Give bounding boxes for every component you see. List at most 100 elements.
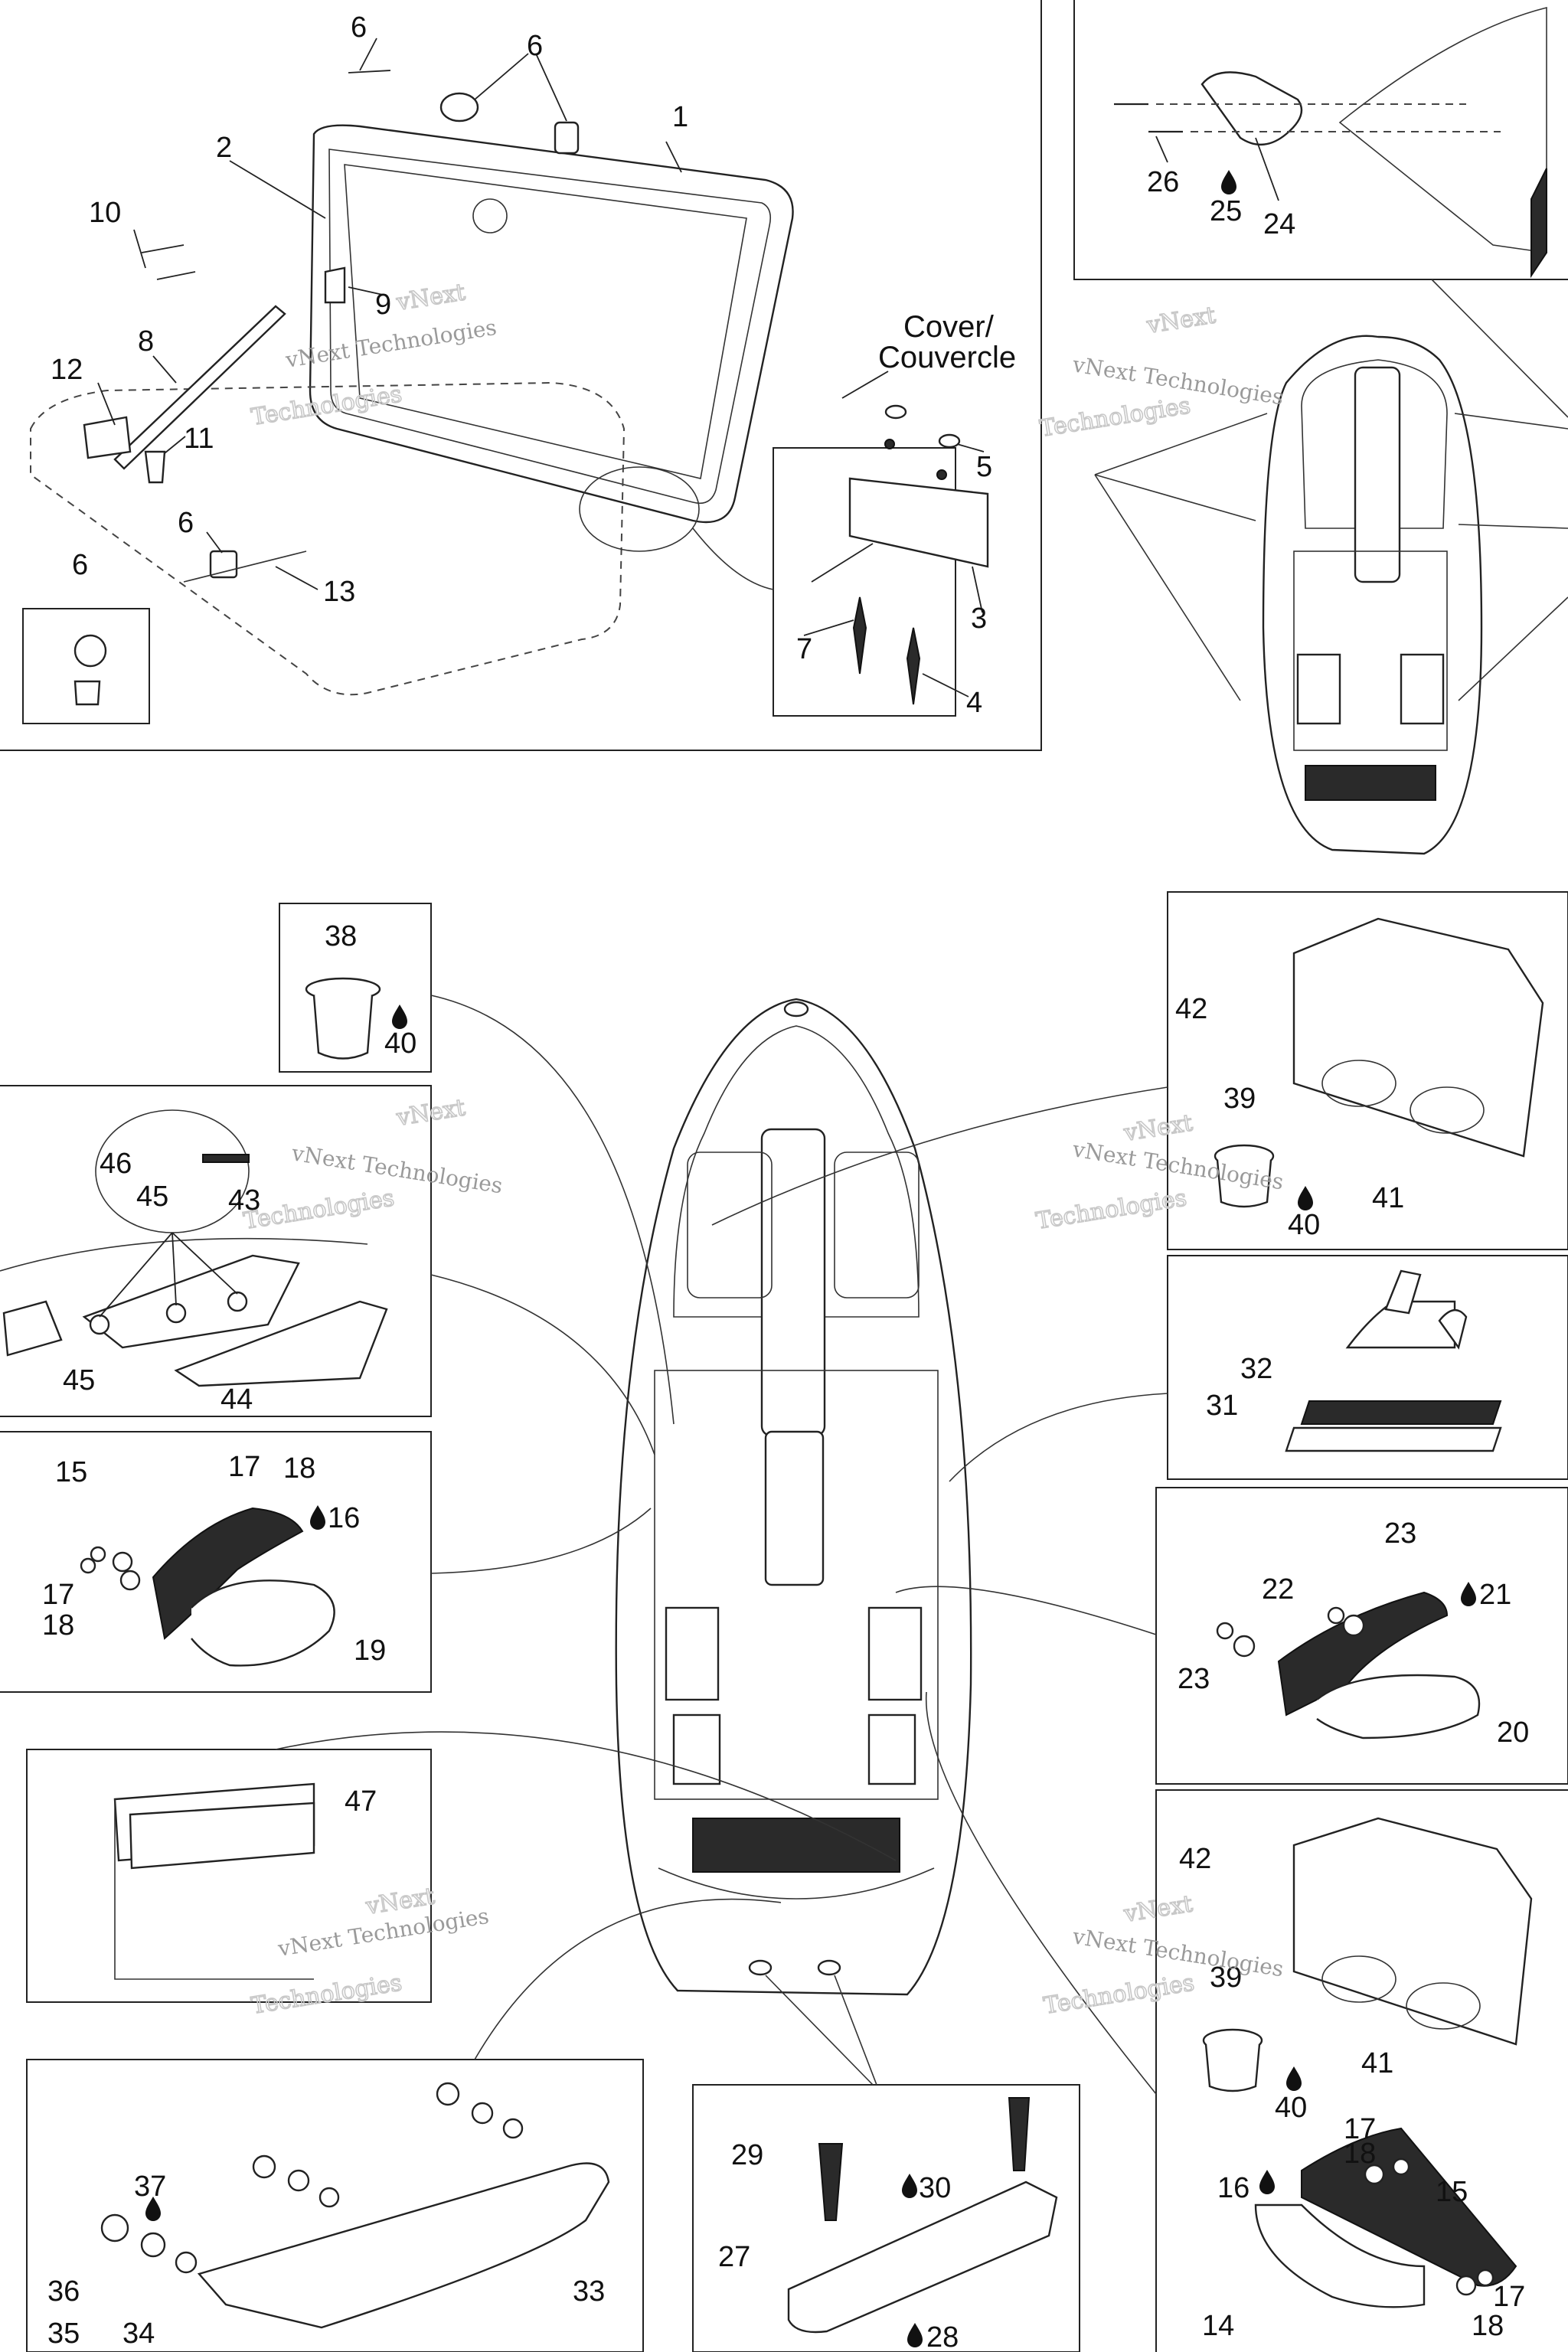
cover-assembly-panel: 6 6 1 2 10 9 8 12 11 6 13 6 Cover/ Couve… (0, 0, 1042, 751)
tray-panel-lower: 42 39 40 41 18 17 15 16 17 18 14 (1155, 1789, 1568, 2352)
callout-18: 18 (283, 1452, 315, 1485)
callout-31: 31 (1206, 1390, 1238, 1422)
watermark-4: vNext vNext Technologies Technologies (1034, 1109, 1285, 1235)
callout-40: 40 (1288, 1209, 1320, 1241)
callout-16: 16 (1217, 2172, 1250, 2204)
watermark-top: vNext (1145, 302, 1217, 339)
callout-14: 14 (1202, 2310, 1234, 2342)
storage-tray (1292, 1817, 1533, 2046)
callout-18: 18 (1344, 2138, 1376, 2170)
callout-44: 44 (220, 1383, 253, 1416)
handle-gasket (1277, 1591, 1449, 1717)
callout-45: 45 (136, 1181, 168, 1213)
cover-label-line1: Cover/ (903, 310, 995, 344)
cup-holder (1204, 2043, 1261, 2092)
callout-1: 1 (672, 101, 688, 133)
callout-39: 39 (1210, 1962, 1242, 1994)
callout-17: 17 (1344, 2113, 1376, 2145)
callout-6: 6 (351, 11, 367, 44)
callout-9: 9 (375, 289, 391, 321)
callout-6: 6 (178, 507, 194, 539)
watermark-middle: vNext Technologies (289, 1140, 505, 1198)
watermark-top: vNext (1122, 1890, 1194, 1928)
watermark-3: vNext vNext Technologies Technologies (241, 1093, 505, 1235)
callout-46: 46 (100, 1148, 132, 1180)
craft-overview-small (1094, 279, 1568, 855)
callout-19: 19 (354, 1635, 386, 1667)
callout-17: 17 (42, 1579, 74, 1611)
bracket-rail (82, 1254, 300, 1349)
callout-32: 32 (1240, 1353, 1272, 1385)
grab-handle (1316, 1674, 1481, 1740)
callout-25: 25 (1210, 195, 1242, 227)
watermark-bottom: Technologies (250, 1969, 404, 2020)
callout-35: 35 (47, 2318, 80, 2350)
callout-15: 15 (55, 1456, 87, 1488)
watermark-5: vNext vNext Technologies Technologies (249, 1882, 491, 2020)
watermark-bottom: Technologies (1038, 392, 1193, 443)
rear-rail-panel: 37 36 35 34 33 (26, 2059, 644, 2352)
callout-18: 18 (1472, 2310, 1504, 2342)
clip (209, 550, 238, 579)
storage-cover-frame (309, 124, 794, 524)
tray-panel-upper: 42 39 40 41 (1167, 891, 1568, 1250)
latch (554, 121, 580, 155)
footrest-bracket-panel: 46 45 43 45 44 (0, 1085, 432, 1417)
rear-grab-rail (197, 2162, 610, 2329)
callout-2: 2 (216, 132, 232, 164)
watermark-top: vNext (1122, 1109, 1194, 1147)
callout-43: 43 (228, 1184, 260, 1217)
cup-holder-panel: 38 40 (279, 903, 432, 1073)
callout-47: 47 (345, 1785, 377, 1818)
foam-pad (129, 1802, 315, 1870)
grab-handle (191, 1579, 335, 1667)
grab-handle (1254, 2203, 1426, 2308)
callout-33: 33 (573, 2275, 605, 2308)
callout-40: 40 (384, 1027, 416, 1060)
callout-23: 23 (1384, 1517, 1416, 1550)
craft-overview-main (275, 995, 1168, 2095)
callout-37: 37 (134, 2171, 166, 2203)
throttle-gasket (1300, 1400, 1502, 1425)
throttle-panel: 32 31 (1167, 1255, 1568, 1480)
callout-27: 27 (718, 2241, 750, 2273)
callout-30: 30 (919, 2172, 951, 2204)
callout-12: 12 (51, 354, 83, 386)
right-handle-panel: 23 22 21 23 20 (1155, 1487, 1568, 1785)
storage-tray (1292, 917, 1544, 1158)
callout-41: 41 (1372, 1182, 1404, 1214)
callout-45: 45 (63, 1364, 95, 1396)
callout-36: 36 (47, 2275, 80, 2308)
step-detail-panel: 26 25 24 (1073, 0, 1568, 280)
watermark-2: vNext vNext Technologies Technologies (1037, 301, 1285, 443)
callout-42: 42 (1179, 1843, 1211, 1875)
callout-26: 26 (1147, 166, 1179, 198)
callout-23: 23 (1178, 1663, 1210, 1695)
callout-38: 38 (325, 920, 357, 952)
callout-17: 17 (1493, 2281, 1525, 2313)
callout-42: 42 (1175, 993, 1207, 1025)
callout-29: 29 (731, 2139, 763, 2171)
left-handle-panel: 15 17 18 16 17 18 19 (0, 1431, 432, 1693)
bracket (83, 416, 132, 459)
callout-6: 6 (72, 549, 88, 581)
callout-41: 41 (1361, 2047, 1393, 2079)
callout-22: 22 (1262, 1573, 1294, 1606)
callout-5: 5 (976, 451, 992, 483)
callout-7: 7 (796, 633, 812, 665)
hinge-plate (848, 477, 989, 568)
callout-21: 21 (1479, 1579, 1511, 1611)
support-strut (113, 305, 286, 470)
cup-holder (312, 995, 374, 1060)
watermark-6: vNext vNext Technologies Technologies (1041, 1890, 1285, 2020)
callout-18: 18 (42, 1609, 74, 1642)
watermark-bottom: Technologies (1034, 1184, 1189, 1235)
cover-label-line2: Couvercle (878, 341, 1016, 374)
callout-24: 24 (1263, 208, 1295, 240)
watermark-bottom: Technologies (242, 1184, 397, 1235)
callout-28: 28 (926, 2321, 959, 2352)
foam-panel: 47 (26, 1749, 432, 2003)
callout-4: 4 (966, 687, 982, 719)
callout-8: 8 (138, 325, 154, 358)
